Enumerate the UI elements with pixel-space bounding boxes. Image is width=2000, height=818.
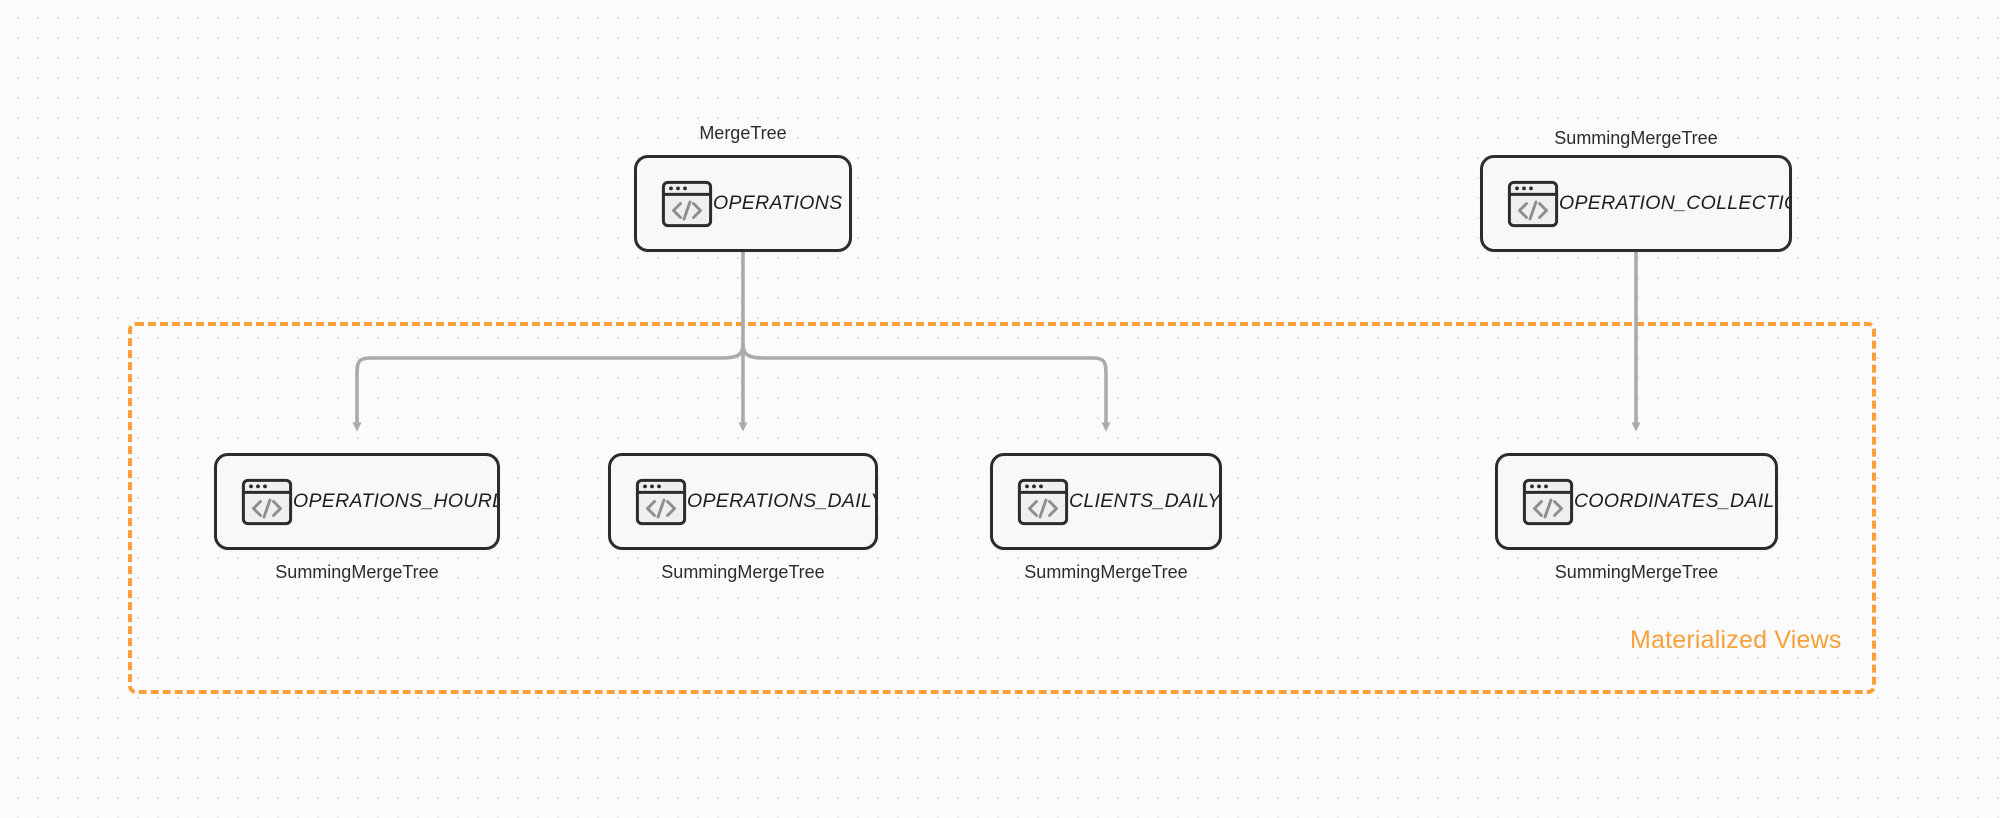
code-window-icon <box>1522 478 1574 525</box>
node-coordinates-daily[interactable]: COORDINATES_DAILY <box>1495 453 1778 550</box>
materialized-views-label: Materialized Views <box>1630 626 1842 654</box>
code-window-icon <box>661 180 713 227</box>
node-operations-daily[interactable]: OPERATIONS_DAILY <box>608 453 878 550</box>
node-label-operations-hourly: OPERATIONS_HOURLY <box>293 490 497 512</box>
engine-caption-clients-daily: SummingMergeTree <box>1024 562 1188 582</box>
engine-caption-operation-collection: SummingMergeTree <box>1554 128 1718 148</box>
node-label-operations: OPERATIONS <box>713 192 843 214</box>
code-window-icon <box>241 478 293 525</box>
node-label-operations-daily: OPERATIONS_DAILY <box>687 490 875 512</box>
engine-caption-operations-hourly: SummingMergeTree <box>275 562 439 582</box>
node-label-clients-daily: CLIENTS_DAILY <box>1069 490 1219 512</box>
materialized-views-group[interactable] <box>128 322 1876 694</box>
node-operation-collection[interactable]: OPERATION_COLLECTION <box>1480 155 1792 252</box>
engine-caption-operations: MergeTree <box>699 123 787 143</box>
node-operations-hourly[interactable]: OPERATIONS_HOURLY <box>214 453 500 550</box>
node-clients-daily[interactable]: CLIENTS_DAILY <box>990 453 1222 550</box>
code-window-icon <box>635 478 687 525</box>
code-window-icon <box>1507 180 1559 227</box>
node-label-operation-collection: OPERATION_COLLECTION <box>1559 192 1789 214</box>
node-operations[interactable]: OPERATIONS <box>634 155 852 252</box>
node-label-coordinates-daily: COORDINATES_DAILY <box>1574 490 1775 512</box>
code-window-icon <box>1017 478 1069 525</box>
engine-caption-coordinates-daily: SummingMergeTree <box>1554 562 1719 582</box>
engine-caption-operations-daily: SummingMergeTree <box>661 562 825 582</box>
